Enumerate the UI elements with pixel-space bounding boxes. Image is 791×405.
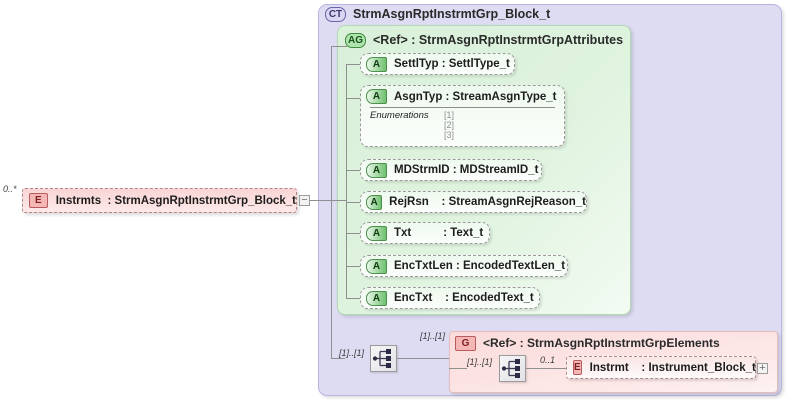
- enumerations-block: Enumerations [1] [2] [3]: [361, 108, 564, 140]
- attribute-label: SettlTyp : SettlType_t: [394, 58, 510, 70]
- element-label: Instrmts : StrmAsgnRptInstrmtGrp_Block_t: [55, 194, 296, 207]
- sequence-compositor-outer[interactable]: [370, 345, 397, 372]
- attribute-row[interactable]: A Txt : Text_t: [360, 222, 490, 244]
- connector-line: [346, 202, 360, 203]
- connector-line: [346, 298, 360, 299]
- attribute-label: RejRsn : StreamAsgnRejReason_t: [389, 196, 586, 208]
- attribute-label: Txt : Text_t: [394, 227, 484, 239]
- attribute-label: MDStrmID : MDStreamID_t: [394, 164, 539, 176]
- complex-type-icon: CT: [325, 6, 346, 22]
- enumeration-value: [3]: [444, 130, 455, 140]
- connector-line: [346, 98, 360, 99]
- attribute-icon: A: [366, 162, 387, 178]
- enumeration-value: [1]: [444, 110, 455, 120]
- connector-line: [397, 358, 449, 359]
- collapse-expander-button[interactable]: −: [299, 195, 310, 206]
- outer-sequence-cardinality-right: [1]..[1]: [420, 331, 446, 341]
- connector-line: [346, 64, 360, 65]
- attribute-icon: A: [366, 225, 387, 241]
- attribute-label: AsgnTyp : StreamAsgnType_t: [394, 90, 557, 103]
- element-instrmt[interactable]: E Instrmt : Instrument_Block_t: [566, 356, 756, 379]
- attribute-row[interactable]: A EncTxt : EncodedText_t: [360, 287, 540, 309]
- connector-line: [346, 233, 360, 234]
- element-instrmts[interactable]: E Instrmts : StrmAsgnRptInstrmtGrp_Block…: [22, 188, 297, 213]
- attribute-label: EncTxtLen : EncodedTextLen_t: [394, 260, 566, 272]
- element-label: Instrmt : Instrument_Block_t: [589, 361, 756, 374]
- attribute-row[interactable]: A EncTxtLen : EncodedTextLen_t: [360, 255, 568, 277]
- attribute-label: EncTxt : EncodedText_t: [394, 292, 534, 304]
- expand-expander-button[interactable]: +: [757, 363, 768, 374]
- attribute-icon: A: [366, 258, 387, 274]
- attribute-row[interactable]: A RejRsn : StreamAsgnRejReason_t: [360, 191, 587, 213]
- attribute-group-icon: AG: [345, 32, 366, 48]
- attribute-row[interactable]: A SettlTyp : SettlType_t: [360, 53, 515, 75]
- group-element-cardinality: 0..1: [540, 355, 556, 365]
- complex-type-header: CT StrmAsgnRptInstrmtGrp_Block_t: [322, 5, 550, 23]
- enumerations-label: Enumerations: [370, 110, 429, 121]
- connector-trunk: [331, 46, 332, 358]
- attribute-group-title: <Ref> : StrmAsgnRptInstrmtGrpAttributes: [373, 33, 624, 47]
- element-icon: E: [29, 193, 48, 208]
- sequence-compositor-group[interactable]: [499, 355, 526, 382]
- sequence-icon: [372, 349, 391, 368]
- connector-line: [331, 358, 345, 359]
- connector-attribute-trunk: [346, 64, 347, 298]
- sequence-icon: [501, 359, 520, 378]
- attribute-icon: A: [366, 89, 387, 104]
- attribute-row[interactable]: A MDStrmID : MDStreamID_t: [360, 159, 542, 181]
- attribute-icon: A: [366, 290, 387, 306]
- connector-line: [449, 368, 467, 369]
- attribute-icon: A: [366, 194, 383, 210]
- enumeration-value: [2]: [444, 120, 455, 130]
- group-icon: G: [455, 335, 476, 351]
- connector-line: [346, 266, 360, 267]
- enumeration-values: [1] [2] [3]: [444, 110, 454, 140]
- attribute-icon: A: [366, 56, 387, 72]
- element-icon: E: [573, 360, 582, 375]
- attribute-group-header: AG <Ref> : StrmAsgnRptInstrmtGrpAttribut…: [345, 31, 623, 49]
- attribute-row[interactable]: A AsgnTyp : StreamAsgnType_t Enumeration…: [360, 85, 565, 147]
- group-ref-header: G <Ref> : StrmAsgnRptInstrmtGrpElements: [455, 334, 720, 352]
- connector-line: [331, 46, 347, 47]
- group-ref-title: <Ref> : StrmAsgnRptInstrmtGrpElements: [483, 336, 720, 350]
- outer-sequence-cardinality-left: [1]..[1]: [339, 348, 365, 358]
- complex-type-title: StrmAsgnRptInstrmtGrp_Block_t: [353, 7, 551, 21]
- group-sequence-cardinality: [1]..[1]: [467, 357, 493, 367]
- connector-line: [526, 368, 566, 369]
- left-element-cardinality: 0..*: [3, 184, 17, 194]
- enumerations-divider: [370, 107, 555, 108]
- connector-line: [346, 170, 360, 171]
- connector-line: [310, 200, 346, 201]
